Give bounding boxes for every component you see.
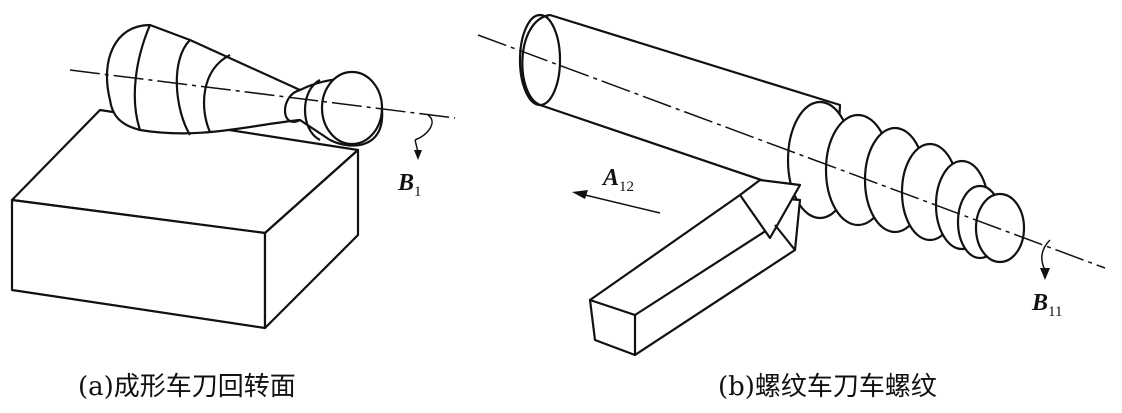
rotation-arrow-b (1040, 239, 1051, 271)
workpiece-block (10, 108, 360, 330)
caption-a: (a)成形车刀回转面 (78, 372, 296, 402)
forming-tool-body (105, 23, 384, 147)
axis-line-b (477, 34, 1106, 269)
threaded-workpiece (518, 13, 1026, 264)
rotation-arrow-a (414, 114, 433, 153)
axis-line-a (69, 69, 456, 119)
caption-b: (b)螺纹车刀车螺纹 (718, 372, 937, 402)
feed-label-a12: A12 (603, 165, 635, 195)
thread-cutting-tool (588, 178, 802, 357)
feed-arrow (572, 190, 661, 214)
rotation-label-b1: B1 (398, 170, 422, 200)
rotation-label-b11: B11 (1032, 290, 1063, 320)
